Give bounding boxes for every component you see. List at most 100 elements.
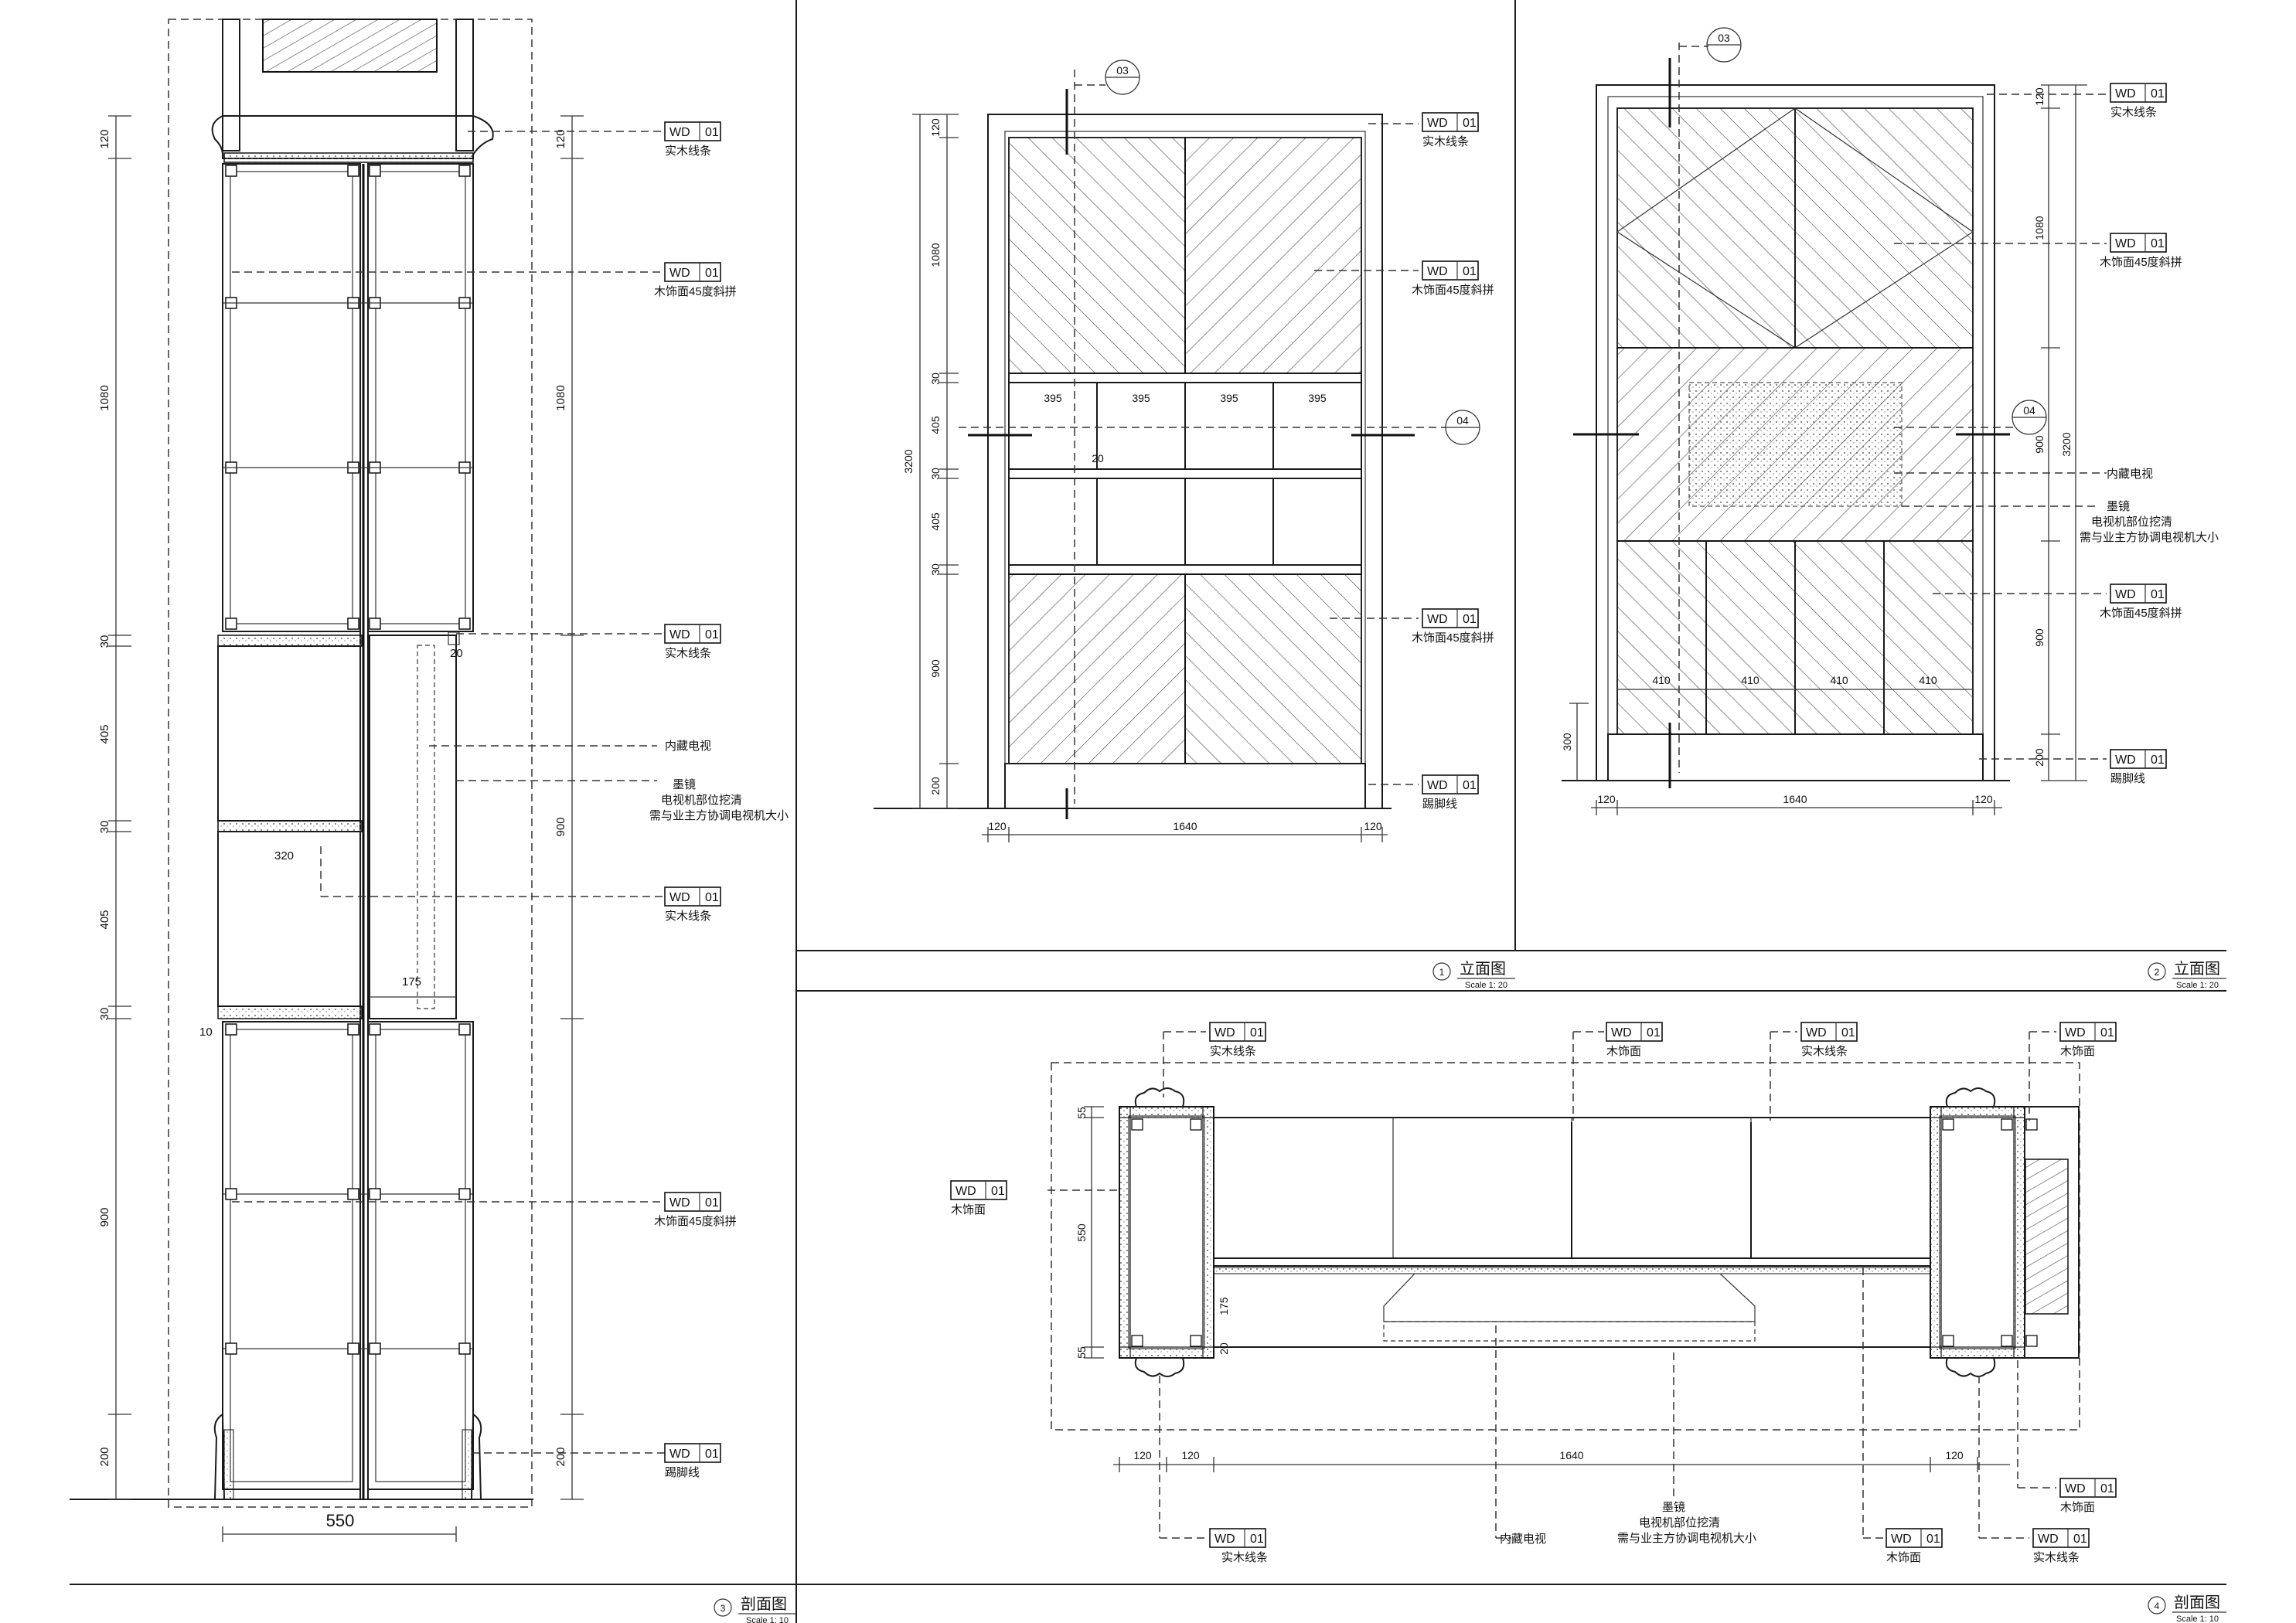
svg-text:木饰面45度斜拼: 木饰面45度斜拼 [1412, 631, 1494, 645]
elev1-scale: Scale 1: 20 [1465, 981, 1507, 990]
elev2-callout-2: WD 01 木饰面45度斜拼 [2100, 233, 2182, 269]
elevation-view-1: 03 04 120 1080 30 405 30 405 30 900 200 … [874, 60, 1480, 842]
elev1-callout-4: WD 01 踢脚线 [1422, 774, 1479, 811]
svg-text:01: 01 [2151, 754, 2165, 767]
plan-dim-55-bot: 55 [1075, 1346, 1088, 1359]
elev1-bdim-2: 1640 [1173, 820, 1197, 832]
elev2-title-block: 2 立面图 Scale 1: 20 [2148, 960, 2226, 990]
elev1-callout-2: WD 01 木饰面45度斜拼 [1412, 260, 1494, 297]
sec-dim-3: 30 [98, 635, 111, 648]
svg-text:01: 01 [1463, 265, 1477, 278]
svg-text:01: 01 [705, 628, 719, 641]
svg-text:木饰面: 木饰面 [951, 1203, 986, 1216]
elev1-section-mark-b: 04 [1456, 414, 1469, 427]
elev1-dim-2: 1080 [929, 243, 942, 267]
elev2-callout-4: WD 01 踢脚线 [2110, 749, 2167, 785]
svg-text:踢脚线: 踢脚线 [1422, 798, 1457, 811]
elev1-dim-5: 30 [929, 468, 942, 480]
plan-callout-bottom-4: WD 01 木饰面 [2059, 1478, 2117, 1514]
elev2-dim-5: 200 [2033, 748, 2046, 767]
plan-title-block: 4 剖面图 Scale 1: 10 [2148, 1594, 2226, 1623]
svg-text:01: 01 [1841, 1026, 1855, 1039]
svg-text:01: 01 [705, 267, 719, 280]
plan-callout-top-3: WD 01 实木线条 [1800, 1022, 1858, 1058]
elev2-dim-300: 300 [1561, 733, 1573, 751]
elev2-bdim-3: 120 [1974, 793, 1993, 805]
svg-text:1: 1 [1439, 967, 1445, 978]
elev1-top-dim-3: 395 [1220, 392, 1238, 404]
svg-text:01: 01 [1250, 1533, 1264, 1546]
plan-bdim-2: 120 [1181, 1449, 1200, 1461]
svg-text:WD: WD [2115, 87, 2136, 100]
svg-text:WD: WD [1427, 117, 1448, 130]
elev2-note-mirror-2: 电视机部位挖清 [2091, 515, 2172, 529]
sec-callout-5: WD 01 木饰面45度斜拼 [654, 1192, 737, 1228]
svg-text:WD: WD [669, 1196, 690, 1210]
plan-dim-55-top: 55 [1075, 1107, 1088, 1119]
sec-dim-2: 1080 [98, 385, 111, 410]
svg-text:木饰面: 木饰面 [2060, 1045, 2095, 1058]
svg-text:01: 01 [1463, 779, 1477, 792]
elev2-bdim-2: 1640 [1783, 793, 1807, 805]
svg-text:WD: WD [2038, 1533, 2059, 1546]
svg-text:WD: WD [2115, 237, 2136, 250]
sec-dim-20: 20 [450, 647, 463, 660]
svg-text:01: 01 [2151, 588, 2165, 601]
sec-note-mirror-1: 墨镜 [673, 777, 696, 791]
plan-note-mirror-1: 墨镜 [1662, 1500, 1685, 1514]
sec-width-550: 550 [326, 1511, 355, 1530]
elev1-callouts: WD 01 实木线条 WD 01 木饰面45度斜拼 WD 01 木饰面45度斜拼… [1412, 112, 1494, 811]
svg-text:01: 01 [1250, 1026, 1264, 1039]
elevation-view-2: 03 04 120 1080 900 900 200 3200 300 410 … [1561, 27, 2107, 815]
elev1-dim-9: 200 [929, 777, 942, 795]
elev2-section-mark-b: 04 [2023, 404, 2035, 417]
sec-rdim-4: 200 [554, 1447, 567, 1466]
svg-text:WD: WD [669, 267, 690, 280]
svg-text:WD: WD [1611, 1026, 1632, 1039]
sec-dim-8: 900 [98, 1207, 111, 1227]
svg-text:3: 3 [720, 1603, 726, 1614]
elev1-title-block: 1 立面图 Scale 1: 20 [1432, 960, 1515, 990]
svg-text:木饰面: 木饰面 [2060, 1501, 2095, 1514]
section-view-left: 120 1080 30 405 30 405 30 900 200 120 10… [70, 19, 665, 1542]
svg-text:木饰面45度斜拼: 木饰面45度斜拼 [654, 285, 737, 298]
svg-text:01: 01 [705, 1448, 719, 1461]
svg-text:实木线条: 实木线条 [665, 910, 711, 923]
svg-text:01: 01 [2100, 1482, 2114, 1495]
plan-bdim-4: 120 [1945, 1449, 1964, 1461]
svg-text:实木线条: 实木线条 [2033, 1551, 2080, 1564]
plan-callouts: WD 01 实木线条 WD 01 木饰面 WD 01 实木线条 WD 01 木饰… [950, 1022, 2117, 1564]
svg-text:实木线条: 实木线条 [2110, 106, 2157, 119]
elev2-note-tv: 内藏电视 [2107, 468, 2153, 481]
elev2-row-1: 410 [1652, 674, 1671, 686]
svg-text:踢脚线: 踢脚线 [2110, 772, 2145, 785]
section-title: 剖面图 [741, 1595, 787, 1613]
svg-text:01: 01 [1463, 117, 1477, 130]
sheet-frame [70, 0, 2226, 1623]
plan-note-mirror-2: 电视机部位挖清 [1639, 1516, 1720, 1529]
svg-text:木饰面45度斜拼: 木饰面45度斜拼 [1412, 284, 1494, 297]
svg-text:踢脚线: 踢脚线 [665, 1466, 700, 1479]
elev1-top-dim-2: 395 [1132, 392, 1150, 404]
sec-dim-7: 30 [98, 1008, 111, 1021]
elev2-overall: 3200 [2060, 432, 2073, 456]
svg-text:4: 4 [2155, 1601, 2160, 1611]
sec-dim-320: 320 [274, 849, 294, 863]
svg-text:WD: WD [1427, 265, 1448, 278]
plan-section-view: 55 550 55 175 20 120 120 1640 120 [1048, 1031, 2080, 1539]
elev2-bdim-1: 120 [1597, 793, 1616, 805]
elev1-top-dim-1: 395 [1044, 392, 1062, 404]
plan-bdim-3: 1640 [1559, 1449, 1583, 1461]
svg-text:WD: WD [1214, 1026, 1235, 1039]
plan-title: 剖面图 [2174, 1594, 2220, 1611]
sec-note-tv: 内藏电视 [665, 740, 711, 753]
sec-callout-4: WD 01 实木线条 [664, 886, 721, 923]
sec-rdim-1: 120 [554, 129, 567, 148]
plan-callout-bottom-3: WD 01 实木线条 [2032, 1528, 2090, 1564]
svg-text:实木线条: 实木线条 [1422, 135, 1469, 148]
svg-text:01: 01 [1926, 1533, 1940, 1546]
svg-text:01: 01 [1647, 1026, 1661, 1039]
elev2-note-mirror-1: 墨镜 [2107, 499, 2130, 513]
plan-note-tv: 内藏电视 [1500, 1533, 1546, 1546]
